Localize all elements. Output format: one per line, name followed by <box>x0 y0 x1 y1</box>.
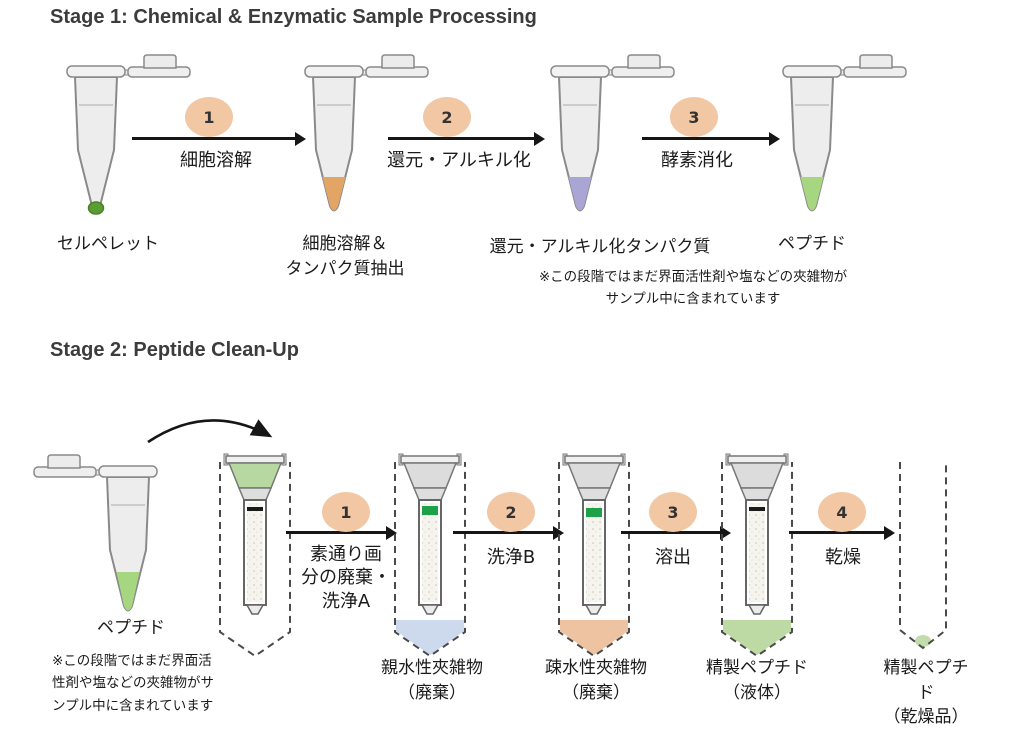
stage2-step4-badge: 4 <box>818 492 866 532</box>
label-hydrophobic-waste: 疎水性夾雑物 （廃棄） <box>545 658 647 703</box>
stage2-step2-badge: 2 <box>487 492 535 532</box>
microtube-peptide-input <box>22 454 162 626</box>
stage1-step1-badge: 1 <box>185 97 233 137</box>
peptide-liquid-shape <box>800 177 824 211</box>
stage2-title: Stage 2: Peptide Clean-Up <box>50 339 299 361</box>
funnel-sample-shape <box>227 462 283 489</box>
stage2-step1-badge: 1 <box>322 492 370 532</box>
microtube-alkylated-protein <box>546 54 686 226</box>
peptide-input-liquid-shape <box>116 572 140 611</box>
washb-liquid-shape <box>560 620 628 655</box>
eluate-liquid-shape <box>723 620 791 655</box>
collection-tube-outline <box>394 462 466 658</box>
microtube-cell-pellet <box>62 54 202 226</box>
stage2-step2-arrow <box>453 525 564 540</box>
stage1-step2-label: 還元・アルキル化 <box>387 150 531 171</box>
stage2-step1-label: 素通り画 分の廃棄・ 洗浄A <box>301 544 391 612</box>
stage1-step2-arrow <box>388 131 545 146</box>
curved-arrow-icon <box>147 419 273 444</box>
spin-column-eluate <box>712 450 802 669</box>
microtube-icon <box>782 54 907 212</box>
microtube-icon <box>33 454 158 612</box>
stage1-step3-badge: 3 <box>670 97 718 137</box>
stage1-step3-label: 酵素消化 <box>661 150 733 171</box>
label-purified-peptide-liquid: 精製ペプチド （液体） <box>706 658 808 703</box>
microtube-icon <box>304 54 429 212</box>
collection-tube-outline <box>899 462 947 650</box>
transfer-arrow <box>142 400 282 462</box>
stage2-step3-label: 溶出 <box>655 547 691 568</box>
stage2-step3-arrow <box>621 525 731 540</box>
resin-band-shape <box>749 507 765 511</box>
lysate-liquid-shape <box>322 177 346 211</box>
collection-tube-outline <box>219 462 291 658</box>
spin-column-loaded <box>210 450 300 669</box>
resin-band-shape <box>422 506 438 515</box>
label-alkylated-protein: 還元・アルキル化タンパク質 <box>489 237 711 257</box>
cell-pellet-shape <box>87 201 105 215</box>
dried-peptide-tube <box>878 450 968 669</box>
spin-column-washb <box>549 450 639 669</box>
flowthrough-liquid-shape <box>396 620 464 655</box>
microtube-peptide <box>778 54 918 226</box>
spin-column-icon <box>558 453 630 658</box>
spin-column-icon <box>394 453 466 658</box>
stage2-step3-badge: 3 <box>649 492 697 532</box>
stage1-note: ※この段階ではまだ界面活性剤や塩などの夾雑物が サンプル中に含まれています <box>538 269 848 308</box>
resin-band-shape <box>586 508 602 517</box>
microtube-lysate <box>300 54 440 226</box>
collection-tube-outline <box>558 462 630 658</box>
collection-tube-outline <box>721 462 793 658</box>
label-purified-peptide-dried: 精製ペプチド （乾燥品） <box>883 658 969 728</box>
label-peptide: ペプチド <box>778 234 846 254</box>
collection-tube-icon <box>899 462 947 650</box>
stage2-step4-arrow <box>789 525 895 540</box>
label-lysate: 細胞溶解＆ タンパク質抽出 <box>285 234 405 279</box>
alkylated-liquid-shape <box>568 177 592 211</box>
spin-column-flowthrough <box>385 450 475 669</box>
label-cell-pellet: セルペレット <box>57 234 159 254</box>
spin-column-icon <box>219 453 291 658</box>
stage2-step1-arrow <box>286 525 397 540</box>
stage1-title: Stage 1: Chemical & Enzymatic Sample Pro… <box>50 6 537 28</box>
stage2-step2-label: 洗浄B <box>486 547 536 568</box>
stage1-step2-badge: 2 <box>423 97 471 137</box>
stage1-step3-arrow <box>642 131 780 146</box>
stage2-note: ※この段階ではまだ界面活 性剤や塩などの夾雑物がサ ンプル中に含まれています <box>52 653 214 714</box>
stage1-step1-label: 細胞溶解 <box>180 150 252 171</box>
label-peptide-input: ペプチド <box>97 618 165 638</box>
microtube-icon <box>550 54 675 212</box>
label-hydrophilic-waste: 親水性夾雑物 （廃棄） <box>381 658 483 703</box>
stage2-step4-label: 乾燥 <box>825 547 861 568</box>
dried-residue-shape <box>915 635 931 647</box>
spin-column-icon <box>721 453 793 658</box>
resin-band-shape <box>247 507 263 511</box>
stage1-step1-arrow <box>132 131 306 146</box>
microtube-icon <box>66 54 191 215</box>
